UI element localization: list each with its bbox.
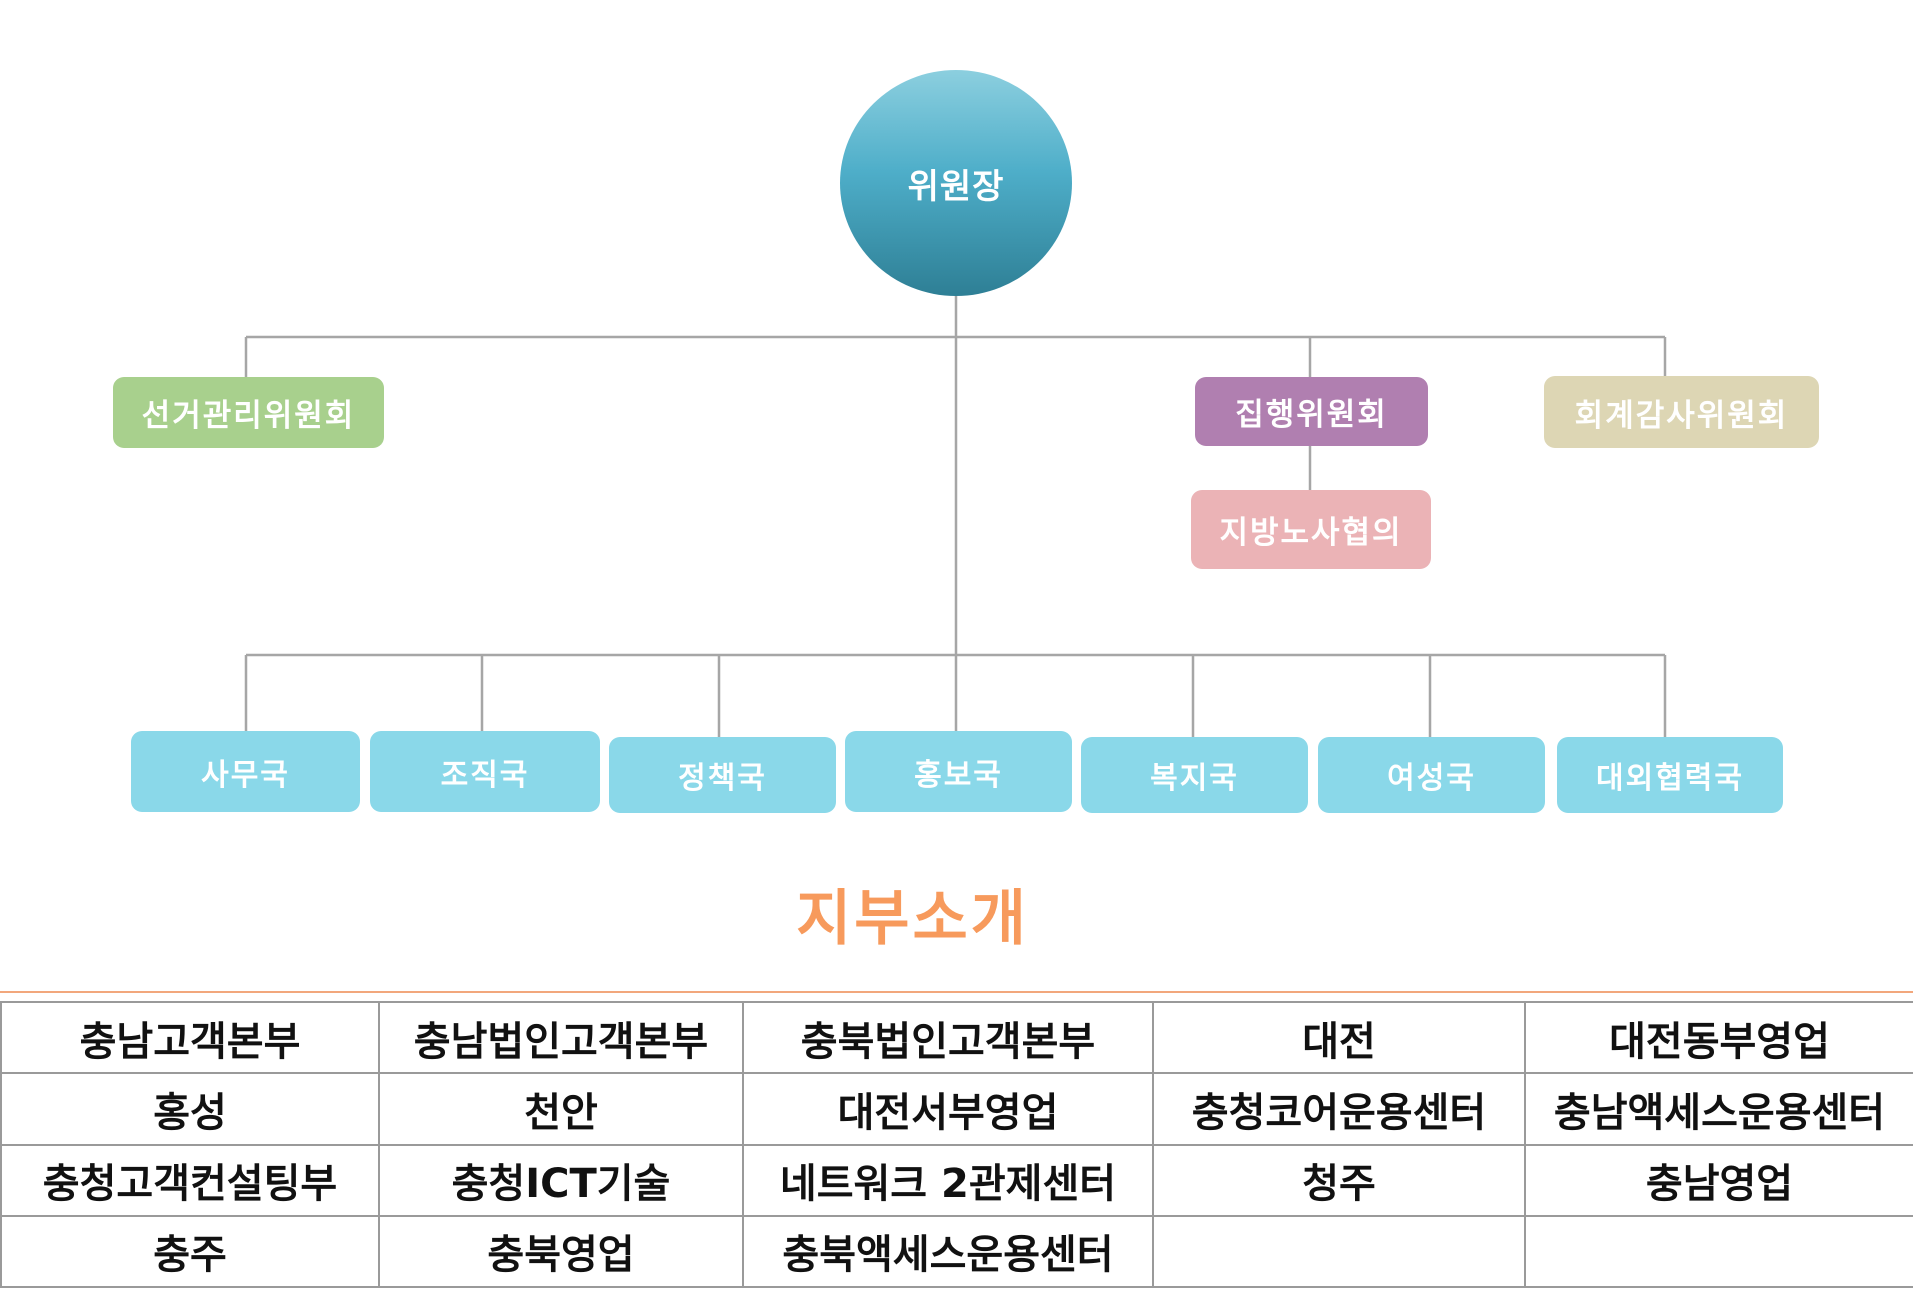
branch-table: 충남고객본부 충남법인고객본부 충북법인고객본부 대전 대전동부영업 홍성 천안…	[0, 1000, 1913, 1289]
department-node: 정책국	[609, 737, 836, 813]
branch-cell: 홍성	[0, 1072, 380, 1146]
branch-cell: 충남영업	[1524, 1143, 1913, 1217]
branch-cell: 충남고객본부	[0, 1000, 380, 1075]
department-label: 홍보국	[914, 757, 1003, 793]
branch-cell: 충북영업	[378, 1214, 744, 1289]
branch-cell: 청주	[1152, 1143, 1526, 1217]
department-label: 조직국	[440, 757, 530, 793]
election-committee-node: 선거관리위원회	[113, 377, 384, 448]
connector-lines	[244, 296, 1667, 737]
department-label: 여성국	[1387, 761, 1476, 796]
branch-cell	[1152, 1214, 1526, 1289]
executive-committee-node: 집행위원회	[1195, 377, 1428, 446]
branch-cell: 대전동부영업	[1524, 1000, 1913, 1075]
election-committee-label: 선거관리위원회	[141, 398, 356, 434]
branch-cell: 충청ICT기술	[378, 1143, 744, 1217]
chair-label: 위원장	[907, 166, 1005, 207]
branch-cell: 대전	[1152, 1000, 1526, 1075]
branch-cell: 네트워크 2관제센터	[742, 1143, 1154, 1217]
branch-cell: 충청고객컨설팅부	[0, 1143, 380, 1217]
branch-cell: 대전서부영업	[742, 1072, 1154, 1146]
department-label: 복지국	[1150, 761, 1239, 796]
department-node: 사무국	[131, 731, 360, 812]
branch-cell: 충주	[0, 1214, 380, 1289]
branch-cell: 충북법인고객본부	[742, 1000, 1154, 1075]
department-node: 홍보국	[845, 731, 1072, 812]
department-label: 대외협력국	[1596, 761, 1744, 796]
table-row: 충남고객본부 충남법인고객본부 충북법인고객본부 대전 대전동부영업	[0, 1000, 1913, 1075]
branch-cell	[1524, 1214, 1913, 1289]
branch-section-title: 지부소개	[796, 884, 1029, 954]
branch-cell: 충북액세스운용센터	[742, 1214, 1154, 1289]
section-divider	[0, 991, 1913, 993]
branch-cell: 천안	[378, 1072, 744, 1146]
department-node: 복지국	[1081, 737, 1308, 813]
audit-committee-node: 회계감사위원회	[1544, 376, 1819, 448]
executive-committee-label: 집행위원회	[1235, 397, 1388, 433]
department-label: 사무국	[201, 757, 290, 793]
department-node: 여성국	[1318, 737, 1545, 813]
table-row: 충청고객컨설팅부 충청ICT기술 네트워크 2관제센터 청주 충남영업	[0, 1143, 1913, 1217]
table-row: 충주 충북영업 충북액세스운용센터	[0, 1214, 1913, 1289]
branch-cell: 충남법인고객본부	[378, 1000, 744, 1075]
branch-cell: 충남액세스운용센터	[1524, 1072, 1913, 1146]
department-node: 대외협력국	[1557, 737, 1783, 813]
regional-council-node: 지방노사협의	[1191, 490, 1431, 569]
branch-cell: 충청코어운용센터	[1152, 1072, 1526, 1146]
table-row: 홍성 천안 대전서부영업 충청코어운용센터 충남액세스운용센터	[0, 1072, 1913, 1146]
department-label: 정책국	[678, 761, 767, 796]
regional-council-label: 지방노사협의	[1219, 515, 1403, 551]
audit-committee-label: 회계감사위원회	[1574, 397, 1789, 434]
department-node: 조직국	[370, 731, 600, 812]
chair-node: 위원장	[840, 70, 1072, 296]
